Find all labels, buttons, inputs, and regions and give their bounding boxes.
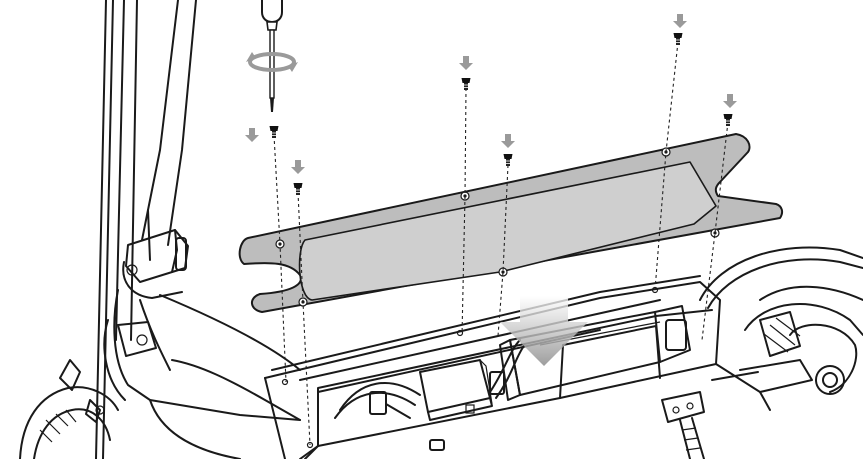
- deck-plate: [238, 133, 784, 313]
- down-arrow-icon: [245, 128, 259, 142]
- large-down-arrow-icon: [500, 296, 588, 366]
- frame-neck: [103, 289, 301, 459]
- steering-stem: [95, 0, 197, 459]
- deck-body: [264, 275, 721, 459]
- rotation-arrow-icon: [246, 52, 298, 72]
- down-arrow-icon: [723, 94, 737, 108]
- down-arrow-icon: [459, 56, 473, 70]
- screw-icon: [503, 153, 513, 167]
- folding-clamp: [122, 229, 189, 299]
- down-arrow-icon: [673, 14, 687, 28]
- screw-icon: [293, 182, 303, 196]
- screw-icon: [269, 125, 279, 139]
- alignment-guides: [273, 41, 729, 446]
- controller-module: [419, 359, 493, 421]
- kickstand: [661, 391, 705, 459]
- screw-icon: [723, 113, 733, 127]
- down-arrow-icon: [501, 134, 515, 148]
- screw-icon: [673, 32, 683, 46]
- front-wheel: [19, 359, 119, 459]
- screwdriver-icon: [261, 0, 283, 112]
- rear-fender: [699, 246, 863, 309]
- rear-wheel: [711, 303, 863, 411]
- down-arrow-icon: [291, 160, 305, 174]
- screw-icon: [461, 77, 471, 91]
- wiring-harness: [334, 339, 525, 419]
